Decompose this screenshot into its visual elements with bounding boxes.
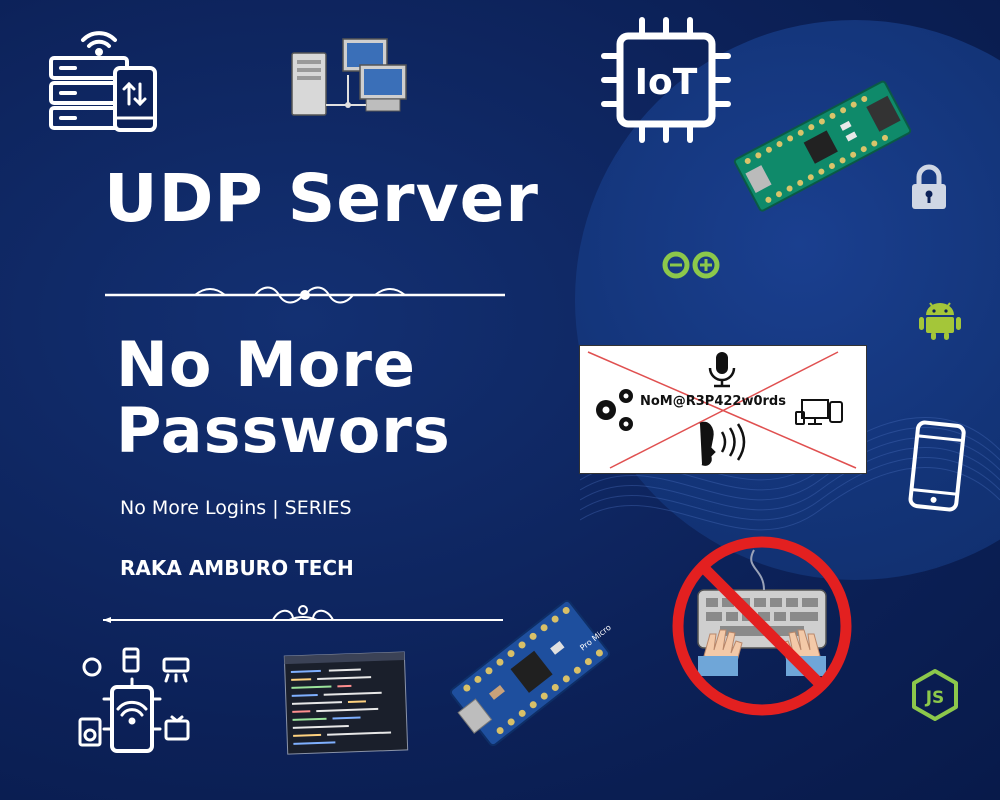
network-computers-icon bbox=[291, 38, 407, 116]
series-subtitle: No More Logins | SERIES bbox=[120, 497, 352, 519]
iot-chip-label: IoT bbox=[635, 62, 698, 103]
headline: No More Passwors bbox=[116, 332, 451, 464]
no-passwords-card: NoM@R3P422w0rds bbox=[579, 345, 867, 474]
arduino-nano-board-image bbox=[733, 80, 912, 212]
no-keyboard-icon bbox=[672, 536, 852, 716]
smartphone-icon bbox=[908, 420, 966, 512]
arduino-logo-icon bbox=[662, 251, 720, 279]
nodejs-icon: JS bbox=[912, 669, 958, 721]
ornamental-divider-top bbox=[105, 286, 505, 304]
code-editor-image bbox=[283, 651, 409, 755]
microphone-icon bbox=[708, 352, 736, 388]
crossed-out-password-text: NoM@R3P422w0rds bbox=[640, 394, 786, 409]
brand-name: RAKA AMBURO TECH bbox=[120, 556, 354, 580]
gears-icon bbox=[596, 389, 633, 431]
iot-chip-icon: IoT bbox=[601, 17, 731, 143]
ornamental-divider-bottom bbox=[103, 605, 503, 623]
pro-micro-board-image: Pro Micro bbox=[449, 599, 613, 747]
lock-icon bbox=[912, 164, 946, 209]
android-icon bbox=[919, 302, 961, 340]
headline-line-1: No More bbox=[116, 328, 416, 401]
no-passwords-card-art bbox=[587, 351, 857, 469]
smart-home-wifi-icon bbox=[78, 647, 190, 753]
page-title: UDP Server bbox=[104, 160, 539, 237]
nodejs-label: JS bbox=[925, 688, 945, 708]
devices-icon bbox=[795, 399, 843, 425]
server-phone-icon bbox=[49, 31, 157, 132]
background-circle bbox=[575, 20, 1000, 580]
headline-line-2: Passwors bbox=[116, 394, 451, 467]
voice-speaking-icon bbox=[699, 421, 746, 466]
